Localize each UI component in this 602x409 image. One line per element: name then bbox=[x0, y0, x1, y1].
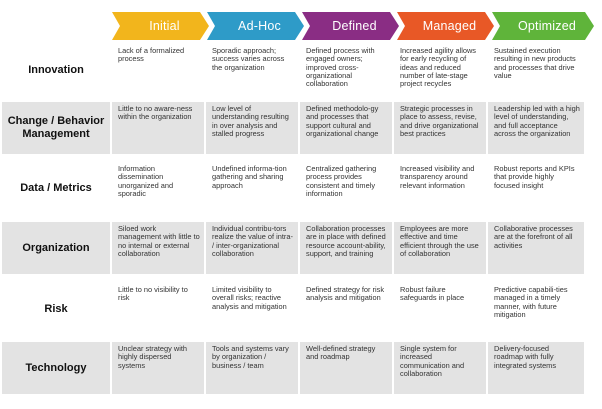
cell-data-optimized: Robust reports and KPIs that provide hig… bbox=[494, 164, 575, 190]
cell-innovation-managed: Increased agility allows for early recyc… bbox=[400, 46, 476, 89]
cell-change-optimized: Leadership led with a high level of unde… bbox=[488, 102, 584, 154]
row-data-metrics: Data / Metrics Information dissemination… bbox=[0, 162, 602, 214]
stage-managed-label: Managed bbox=[422, 19, 477, 33]
stage-optimized-label: Optimized bbox=[517, 19, 577, 33]
row-innovation: Innovation Lack of a formalized process … bbox=[0, 44, 602, 96]
stage-managed: Managed bbox=[397, 12, 494, 40]
cell-data-initial: Information dissemination unorganized an… bbox=[118, 164, 174, 198]
cell-innovation-defined: Defined process with engaged owners; imp… bbox=[306, 46, 375, 89]
cell-organization-ad-hoc: Individual contribu-tors realize the val… bbox=[206, 222, 298, 274]
cell-data-managed: Increased visibility and transparency ar… bbox=[400, 164, 475, 190]
cell-data-ad-hoc: Undefined informa-tion gathering and sha… bbox=[212, 164, 287, 190]
stage-ad-hoc-label: Ad-Hoc bbox=[238, 19, 281, 33]
stage-ad-hoc-arrow-shape bbox=[207, 12, 304, 40]
stage-initial: Initial bbox=[112, 12, 209, 40]
stage-ad-hoc: Ad-Hoc bbox=[207, 12, 304, 40]
cell-change-initial: Little to no aware-ness within the organ… bbox=[112, 102, 204, 154]
stage-optimized-arrow-shape bbox=[492, 12, 594, 40]
cell-organization-initial: Siloed work management with little to no… bbox=[112, 222, 204, 274]
cell-innovation-ad-hoc: Sporadic approach; success varies across… bbox=[212, 46, 285, 72]
cell-change-managed: Strategic processes in place to assess, … bbox=[394, 102, 486, 154]
cell-organization-optimized: Collaborative processes are at the foref… bbox=[488, 222, 584, 274]
cell-risk-optimized: Predictive capabili-ties managed in a ti… bbox=[494, 285, 568, 319]
row-label-innovation: Innovation bbox=[28, 63, 84, 76]
stage-defined-label: Defined bbox=[332, 19, 377, 33]
row-change-behavior-management: Change / Behavior Management Little to n… bbox=[0, 102, 602, 154]
maturity-stage-header: Initial Ad-Hoc Defined Managed Optimized bbox=[112, 12, 600, 40]
cell-innovation-initial: Lack of a formalized process bbox=[118, 46, 185, 64]
row-technology: Technology Unclear strategy with highly … bbox=[0, 342, 602, 394]
row-label-risk: Risk bbox=[44, 302, 68, 315]
cell-organization-defined: Collaboration processes are in place wit… bbox=[300, 222, 392, 274]
cell-change-ad-hoc: Low level of understanding resulting in … bbox=[206, 102, 298, 154]
stage-defined-arrow-shape bbox=[302, 12, 399, 40]
stage-optimized: Optimized bbox=[492, 12, 594, 40]
row-organization: Organization Siloed work management with… bbox=[0, 222, 602, 274]
row-risk: Risk Little to no visibility to risk Lim… bbox=[0, 283, 602, 335]
stage-initial-arrow-shape bbox=[112, 12, 209, 40]
row-label-data-metrics: Data / Metrics bbox=[20, 181, 92, 194]
cell-risk-defined: Defined strategy for risk analysis and m… bbox=[306, 285, 385, 303]
stage-managed-arrow-shape bbox=[397, 12, 494, 40]
row-label-change-behavior-management: Change / Behavior Management bbox=[2, 102, 110, 154]
cell-risk-managed: Robust failure safeguards in place bbox=[400, 285, 465, 303]
row-label-technology: Technology bbox=[2, 342, 110, 394]
cell-technology-managed: Single system for increased communicatio… bbox=[394, 342, 486, 394]
cell-data-defined: Centralized gathering process provides c… bbox=[306, 164, 377, 198]
cell-technology-optimized: Delivery-focused roadmap with fully inte… bbox=[488, 342, 584, 394]
cell-innovation-optimized: Sustained execution resulting in new pro… bbox=[494, 46, 576, 80]
cell-technology-defined: Well-defined strategy and roadmap bbox=[300, 342, 392, 394]
cell-risk-initial: Little to no visibility to risk bbox=[118, 285, 188, 303]
cell-risk-ad-hoc: Limited visibility to overall risks; rea… bbox=[212, 285, 287, 311]
cell-organization-managed: Employees are more effective and time ef… bbox=[394, 222, 486, 274]
row-label-organization: Organization bbox=[2, 222, 110, 274]
cell-technology-initial: Unclear strategy with highly dispersed s… bbox=[112, 342, 204, 394]
cell-change-defined: Defined methodolo-gy and processes that … bbox=[300, 102, 392, 154]
stage-initial-label: Initial bbox=[149, 19, 180, 33]
cell-technology-ad-hoc: Tools and systems vary by organization /… bbox=[206, 342, 298, 394]
stage-defined: Defined bbox=[302, 12, 399, 40]
